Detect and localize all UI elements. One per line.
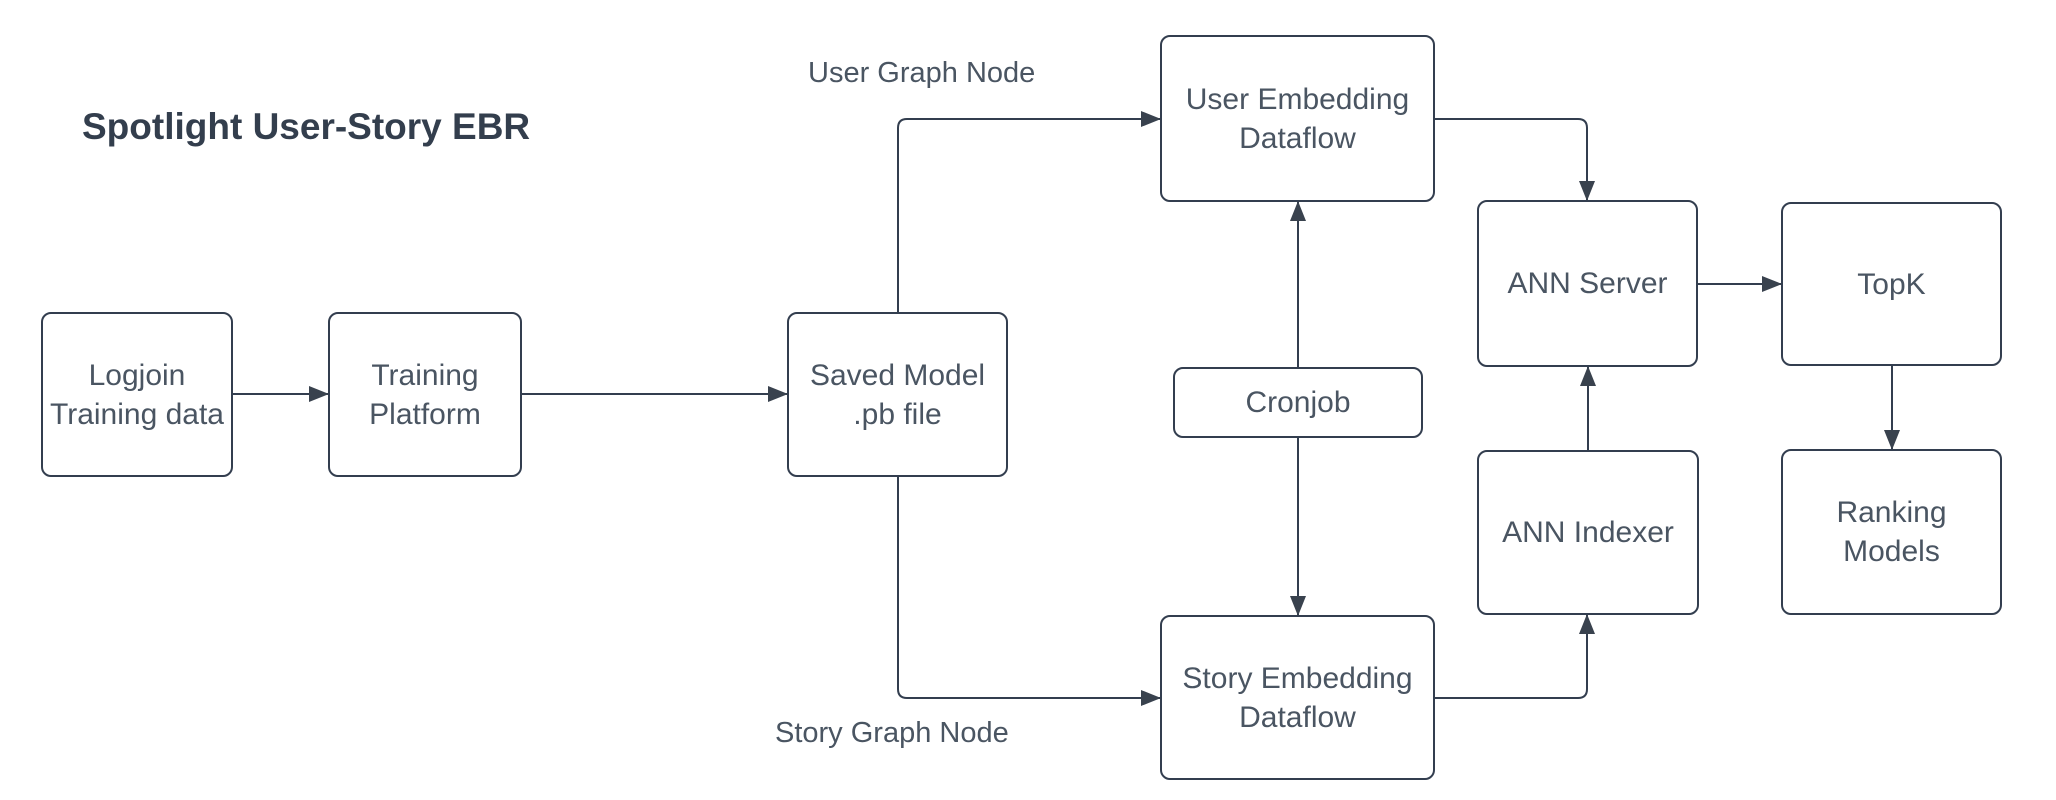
edge-saved-model-to-story-embedding: [897, 477, 1161, 706]
node-label: User Embedding Dataflow: [1185, 82, 1410, 155]
edge-saved-model-to-user-embedding: [897, 111, 1161, 312]
node-story-embedding-dataflow: Story Embedding Dataflow: [1160, 615, 1435, 780]
diagram-title: Spotlight User-Story EBR: [82, 106, 531, 147]
node-label: ANN Indexer: [1502, 516, 1674, 549]
node-label: Ranking Models: [1836, 496, 1947, 568]
node-saved-model-pb-file: Saved Model .pb file: [787, 312, 1008, 477]
node-label: Saved Model .pb file: [809, 358, 986, 431]
edge-label-user-graph-node: User Graph Node: [808, 57, 1036, 89]
node-label: Cronjob: [1245, 386, 1351, 419]
node-cronjob: Cronjob: [1173, 367, 1423, 438]
node-label: Logjoin Training data: [50, 358, 224, 431]
node-training-platform: Training Platform: [328, 312, 522, 477]
edge-story-embedding-to-ann-indexer: [1435, 614, 1595, 699]
node-ann-server: ANN Server: [1477, 200, 1698, 367]
node-label: TopK: [1857, 267, 1926, 301]
node-topk: TopK: [1781, 202, 2002, 366]
node-label: Story Embedding Dataflow: [1182, 661, 1413, 734]
edge-user-embedding-to-ann-server: [1435, 118, 1595, 201]
node-user-embedding-dataflow: User Embedding Dataflow: [1160, 35, 1435, 202]
node-label: ANN Server: [1507, 267, 1668, 300]
node-ann-indexer: ANN Indexer: [1477, 450, 1699, 615]
node-logjoin-training-data: Logjoin Training data: [41, 312, 233, 477]
node-ranking-models: Ranking Models: [1781, 449, 2002, 615]
edge-label-story-graph-node: Story Graph Node: [775, 717, 1009, 749]
edges-group: [233, 111, 1900, 706]
node-label: Training Platform: [369, 358, 481, 431]
